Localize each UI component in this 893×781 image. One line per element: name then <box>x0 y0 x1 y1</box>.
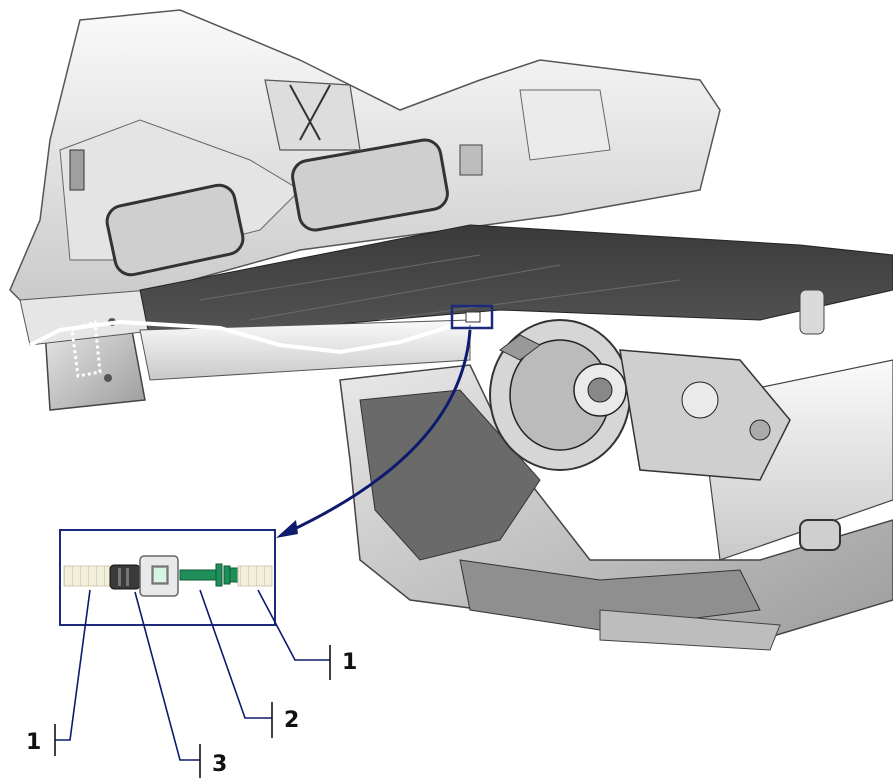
connector-location-marker <box>450 304 494 330</box>
fuel-line-route <box>29 313 521 355</box>
rear-drive-unit <box>489 319 791 481</box>
green-connector-tube <box>179 563 239 587</box>
callout-leaders <box>54 589 331 778</box>
fuel-hose-right <box>237 565 273 587</box>
callout-number-2: 2 <box>284 708 299 733</box>
left-bracket-plate <box>19 289 161 411</box>
detail-leader-arrow <box>287 329 472 534</box>
callout-number-1-right: 1 <box>342 650 357 675</box>
quick-connector <box>109 555 179 597</box>
callout-number-3: 3 <box>212 752 227 777</box>
fuel-line-routing-dotted <box>70 319 102 378</box>
rear-crossmember <box>9 9 721 311</box>
crossmember-window-left <box>105 183 245 277</box>
detail-inset <box>59 529 276 626</box>
floor-panel <box>139 224 893 381</box>
crossmember-window-right <box>291 138 449 232</box>
fuel-hose-left <box>63 565 115 587</box>
arrowhead-icon <box>276 520 298 538</box>
callout-number-1-left: 1 <box>26 730 41 755</box>
